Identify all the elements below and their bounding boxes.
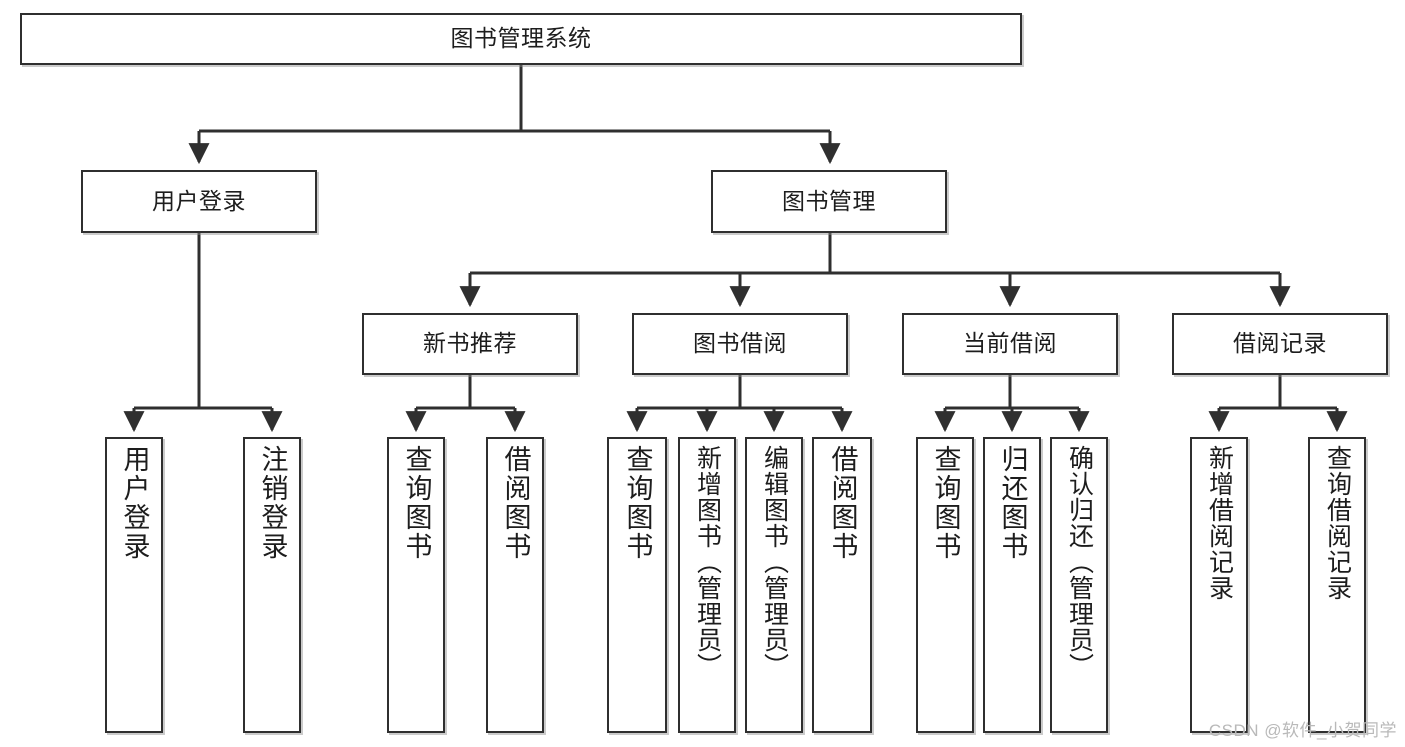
node-label: 注销登录 [257, 445, 288, 561]
node-label: 查询图书 [930, 445, 961, 561]
node-label: 新增借阅记录 [1205, 445, 1234, 601]
node-label: 图书借阅 [693, 330, 787, 357]
node-level2-book-borrow[interactable]: 图书借阅 [632, 313, 848, 375]
node-label: 确认归还（管理员） [1065, 445, 1094, 679]
node-label: 新增图书（管理员） [693, 445, 722, 679]
node-level1-book-management[interactable]: 图书管理 [711, 170, 947, 233]
node-leaf-query-borrow-record[interactable]: 查询借阅记录 [1308, 437, 1366, 733]
node-label: 图书管理系统 [450, 25, 592, 52]
node-root[interactable]: 图书管理系统 [20, 13, 1022, 65]
node-level2-current-borrow[interactable]: 当前借阅 [902, 313, 1118, 375]
node-leaf-edit-book-admin[interactable]: 编辑图书（管理员） [745, 437, 803, 733]
node-leaf-query-book-recommend[interactable]: 查询图书 [387, 437, 445, 733]
node-leaf-borrow-book[interactable]: 借阅图书 [812, 437, 872, 733]
node-label: 查询借阅记录 [1323, 445, 1352, 601]
node-leaf-query-book-current[interactable]: 查询图书 [916, 437, 974, 733]
node-level1-user-login[interactable]: 用户登录 [81, 170, 317, 233]
node-leaf-confirm-return-admin[interactable]: 确认归还（管理员） [1050, 437, 1108, 733]
node-label: 图书管理 [782, 187, 876, 214]
node-level2-new-book-recommend[interactable]: 新书推荐 [362, 313, 578, 375]
node-leaf-borrow-book-recommend[interactable]: 借阅图书 [486, 437, 544, 733]
node-label: 查询图书 [622, 445, 653, 561]
node-label: 借阅图书 [500, 445, 531, 561]
node-leaf-add-book-admin[interactable]: 新增图书（管理员） [678, 437, 736, 733]
node-leaf-return-book[interactable]: 归还图书 [983, 437, 1041, 733]
node-label: 查询图书 [401, 445, 432, 561]
node-label: 新书推荐 [423, 330, 517, 357]
node-leaf-user-login[interactable]: 用户登录 [105, 437, 163, 733]
csdn-watermark: CSDN @软件_小贺同学 [1208, 721, 1397, 740]
node-label: 用户登录 [119, 445, 150, 561]
node-label: 借阅记录 [1233, 330, 1327, 357]
node-label: 借阅图书 [827, 445, 858, 561]
node-leaf-add-borrow-record[interactable]: 新增借阅记录 [1190, 437, 1248, 733]
node-leaf-logout[interactable]: 注销登录 [243, 437, 301, 733]
node-label: 编辑图书（管理员） [760, 445, 789, 679]
node-leaf-query-book-borrow[interactable]: 查询图书 [607, 437, 667, 733]
node-label: 用户登录 [152, 187, 246, 214]
node-level2-borrow-record[interactable]: 借阅记录 [1172, 313, 1388, 375]
node-label: 归还图书 [997, 445, 1028, 561]
node-label: 当前借阅 [963, 330, 1057, 357]
